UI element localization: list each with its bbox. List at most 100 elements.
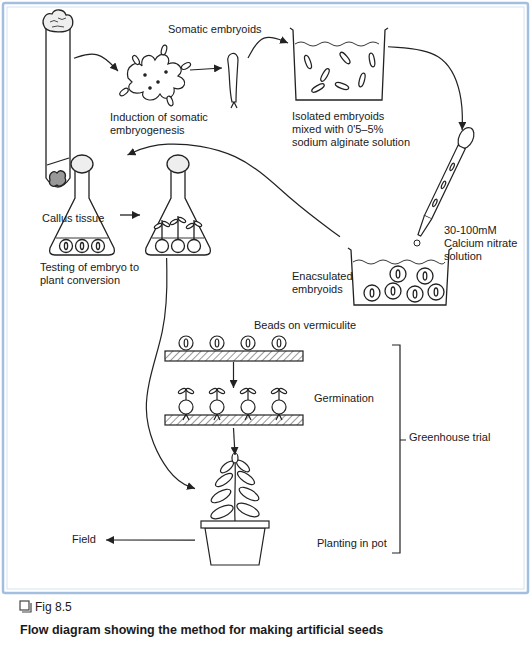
germination-tray [183,414,282,420]
germination-stage: Germination [162,388,305,428]
embryoid-cluster [149,87,151,89]
germination-tray [178,387,187,394]
calcium-beaker [413,290,417,298]
vermiculite-tray [179,336,193,350]
culture-flask [76,240,89,253]
test-tube [47,158,69,165]
alginate-beaker [339,51,352,65]
vermiculite-tray [246,339,250,347]
embryoid-cluster [144,74,146,76]
vermiculite-tray [277,339,281,347]
alginate-beaker [303,55,312,70]
culture-flask [188,240,201,253]
greenhouse-bracket [392,345,406,553]
alginate-beaker [290,28,388,100]
pipette [440,181,446,190]
culture-flask [60,240,73,253]
vermiculite-tray [184,339,188,347]
alginate-beaker [335,81,350,90]
pot-stage: Planting in pot [195,455,275,567]
germination-tray [210,400,224,414]
germination-tray [186,387,195,394]
embryoid-cluster [128,54,185,99]
potted-plant [209,487,233,506]
culture-flask [80,243,83,250]
embryoid-cluster [119,45,238,108]
stage-label: Germination [314,392,404,405]
embryoid-cluster [119,87,130,97]
flow-arrow [388,47,462,130]
vermiculite-stage: Beads on vermiculite [162,338,305,362]
culture-flask [92,240,105,253]
potted-plant [201,453,269,565]
germination-tray [279,387,288,394]
stage-label: Somatic embryoids [168,23,278,36]
vermiculite-tray [241,336,255,350]
pipette [449,163,455,172]
vermiculite-tray [165,351,303,361]
figure-symbol [22,603,31,612]
culture-flask [64,243,67,250]
embryoid-cluster [180,61,191,70]
potted-plant [205,528,265,565]
embryoid-cluster [231,102,237,108]
stage-label: Callus tissue [42,212,132,225]
germination-tray [240,387,249,394]
bracket-label: Greenhouse trial [409,431,524,444]
embryoid-cluster [157,81,159,83]
vermiculite-tray [165,336,303,361]
potted-plant [201,521,269,528]
figure-frame [3,3,528,593]
alginate-beaker [319,68,330,83]
germination-tray [271,387,280,394]
test-tube [43,10,73,187]
pipette [432,199,438,208]
stage-label: Planting in pot [317,537,407,550]
figure-symbol [20,601,29,610]
flask-stage: Testing of embryo to plant conversion [42,155,220,258]
culture-flask [120,214,140,215]
pipette [416,216,432,237]
stage-label: Induction of somatic embryogenesis [110,111,228,137]
culture-flask [50,155,211,255]
figure-symbol [20,601,31,612]
embryoid-cluster [190,68,222,70]
calcium-beaker [391,287,395,295]
potted-plant [209,502,235,521]
vermiculite-tray [215,339,219,347]
stage-label: Enacsulated embryoids [292,270,356,296]
alginate-beaker [290,28,388,100]
stage-label: Testing of embryo to plant conversion [40,261,158,287]
calcium-beaker [434,288,438,296]
calcium-beaker [348,248,452,305]
flow-arrow [106,539,195,540]
stage-label: Isolated embryoids mixed with 0'5–5% sod… [292,110,416,150]
figure-number: Fig 8.5 [35,600,115,614]
culture-flask [154,222,163,229]
stage-label: Field [72,533,106,546]
flow-arrow [146,258,195,489]
culture-flask [172,240,185,253]
germination-tray [209,387,218,394]
culture-flask [170,218,179,225]
culture-flask [96,243,99,250]
callus-stage: Callus tissue [40,12,74,197]
embryoid-cluster [131,54,140,65]
germination-tray [165,415,303,425]
culture-flask [146,171,211,255]
potted-plant [235,500,261,519]
germination-tray [217,387,226,394]
culture-flask [162,216,194,240]
test-tube [50,171,66,186]
field-node: Field [72,532,106,548]
test-tube [43,10,73,32]
calcium-beaker [353,260,445,264]
alginate-beaker [368,53,375,68]
culture-flask [186,222,195,229]
calcium-beaker [407,286,423,302]
test-tube [50,18,66,27]
germination-tray [272,400,286,414]
figure-frame-inner [7,7,524,589]
culture-flask [194,220,203,227]
